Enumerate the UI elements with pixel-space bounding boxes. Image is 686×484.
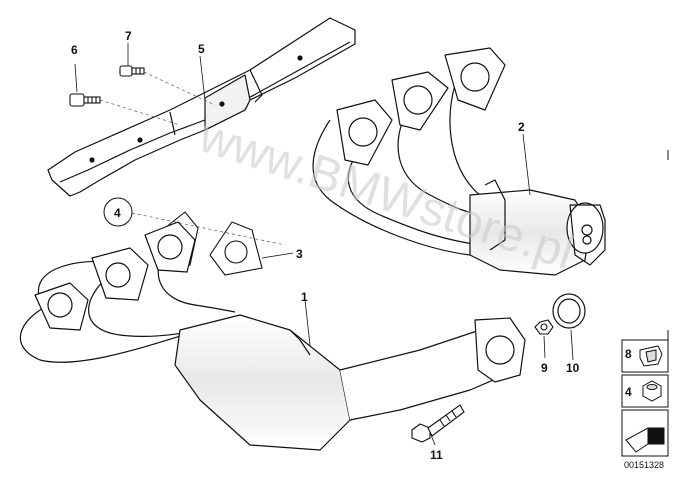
nut-9 bbox=[534, 319, 554, 335]
arrow-icon bbox=[625, 427, 665, 453]
legend-panel: 8 4 00151328 bbox=[621, 339, 669, 470]
heat-shield bbox=[47, 17, 356, 197]
callout-4: 4 bbox=[114, 206, 121, 220]
bolt-guide-lines bbox=[99, 71, 216, 126]
document-id: 00151328 bbox=[624, 460, 664, 470]
callout-4-circle bbox=[103, 197, 133, 227]
bolt-7 bbox=[119, 65, 145, 77]
legend-label-clip-nut: 8 bbox=[625, 347, 632, 361]
callout-7: 7 bbox=[125, 29, 132, 43]
callout-6: 6 bbox=[71, 43, 78, 57]
legend-label-hex-nut: 4 bbox=[625, 385, 632, 399]
callout-1: 1 bbox=[301, 290, 308, 304]
exhaust-manifold-front bbox=[19, 221, 526, 451]
legend-box-arrow bbox=[621, 409, 669, 457]
clip-nut-icon bbox=[639, 345, 663, 367]
hex-nut-icon bbox=[642, 380, 662, 402]
exhaust-manifold-rear bbox=[312, 47, 606, 276]
callout-2: 2 bbox=[518, 120, 525, 134]
callout-3: 3 bbox=[296, 247, 303, 261]
leader-lines bbox=[74, 43, 574, 446]
bolt-6 bbox=[69, 93, 101, 107]
callout-10: 10 bbox=[566, 361, 580, 375]
callout-9: 9 bbox=[541, 361, 548, 375]
bolt-11 bbox=[411, 404, 465, 443]
gasket-guide-lines bbox=[131, 212, 286, 246]
sealing-ring-10 bbox=[552, 293, 586, 329]
gasket-3 bbox=[209, 221, 263, 276]
callout-labels: 1 2 3 4 5 6 7 9 10 11 bbox=[71, 29, 580, 462]
callout-11: 11 bbox=[430, 448, 443, 462]
callout-5: 5 bbox=[198, 42, 205, 56]
